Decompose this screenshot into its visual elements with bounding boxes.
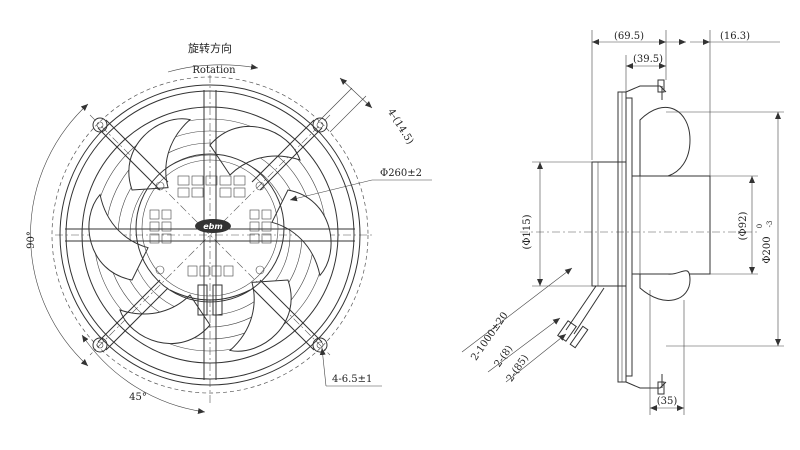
dim-35: (35) (657, 396, 678, 407)
rotation-arrow (167, 63, 259, 73)
dim-200: Φ200 (762, 236, 773, 263)
hole-leader (319, 347, 327, 387)
lead-8: 2-(8) (493, 344, 516, 370)
angle-45-label: 45° (129, 392, 147, 403)
lead-85-line (505, 333, 567, 383)
side-blade (639, 107, 691, 177)
brand-logo: ebm (195, 219, 231, 233)
lead-8-line (487, 317, 561, 373)
guard-ring-2 (65, 90, 355, 380)
slot-ext-1 (317, 87, 353, 123)
slot-dim-line (339, 77, 373, 109)
mounting-struts (97, 119, 323, 351)
bolt-circle-label: Φ260±2 (380, 168, 422, 179)
bolt-circle (51, 76, 369, 394)
angle-90-label: 90° (26, 231, 37, 249)
fan-blades (88, 118, 332, 352)
front-view: 旋转方向 Rotation (26, 41, 432, 414)
side-view: (69.5) (39.5) (16.3) (Φ115) (Φ92) Φ200 0… (461, 30, 784, 415)
hole-label: 4-6.5±1 (332, 374, 372, 385)
lead-len-line (461, 267, 573, 353)
motor-hub (135, 153, 285, 316)
slot-label: 4-(14.5) (385, 107, 415, 147)
rotation-label-en: Rotation (192, 65, 236, 76)
slot-ext-2 (329, 95, 367, 133)
angle-45-arc (81, 334, 206, 414)
brand-logo-text: ebm (203, 222, 223, 231)
angle-90-arc (30, 103, 89, 367)
dim-16-3: (16.3) (720, 31, 750, 42)
dim-92: (Φ92) (738, 212, 749, 241)
guard-ring-outer (59, 84, 361, 386)
lead-wires (557, 285, 605, 349)
dim-200-tol-upper: 0 (756, 224, 764, 228)
dim-200-tol-lower: -3 (766, 221, 774, 228)
rotation-label-cn: 旋转方向 (188, 41, 232, 55)
guard-ring-7 (129, 154, 291, 316)
bolt-circle-leader (289, 179, 373, 202)
dim-115: (Φ115) (522, 214, 533, 249)
motor-body (591, 161, 627, 287)
dim-39-5: (39.5) (633, 54, 663, 65)
dim-69-5: (69.5) (614, 31, 644, 42)
